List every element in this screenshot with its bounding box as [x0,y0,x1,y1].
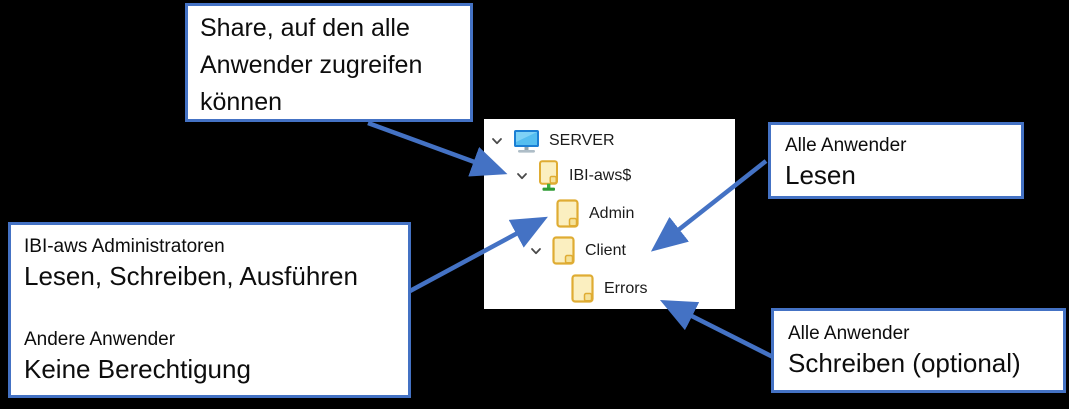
folder-icon [552,236,576,266]
folder-icon [571,274,595,304]
tree-label-errors: Errors [604,280,648,297]
permission-rights: Lesen [785,160,856,190]
arrow-schreiben-to-errors [659,299,775,360]
callout-share-line3: können [200,88,283,116]
permission-group: Andere Anwender Keine Berechtigung [24,327,395,387]
chevron-down-icon[interactable] [514,168,530,184]
permission-subject: Alle Anwender [788,323,910,344]
callout-share-line1: Share, auf den alle [200,14,410,42]
tree-row-errors[interactable]: Errors [571,274,648,304]
callout-client-permissions: Alle Anwender Lesen [768,122,1024,199]
tree-label-server: SERVER [549,132,615,149]
tree-label-ibiaws: IBI-aws$ [569,167,632,184]
tree-row-ibiaws[interactable]: IBI-aws$ [514,160,632,192]
arrow-share-to-ibiaws [367,120,508,177]
tree-row-server[interactable]: SERVER [489,126,615,156]
tree-row-client[interactable]: Client [528,236,626,266]
explorer-tree-panel: SERVER IBI-aws$ [484,119,735,309]
permission-subject: Andere Anwender [24,329,176,350]
shared-folder-icon [538,160,560,192]
callout-share-line2: Anwender zugreifen [200,51,423,79]
callout-errors-permissions: Alle Anwender Schreiben (optional) [771,308,1066,393]
permission-rights: Lesen, Schreiben, Ausführen [24,261,358,291]
tree-label-admin: Admin [589,205,635,222]
chevron-down-icon[interactable] [528,243,544,259]
chevron-down-icon[interactable] [489,133,505,149]
callout-admin-permissions: IBI-aws Administratoren Lesen, Schreiben… [8,222,411,398]
permission-group: IBI-aws Administratoren Lesen, Schreiben… [24,234,395,294]
callout-share-annotation: Share, auf den alle Anwender zugreifen k… [185,3,473,122]
tree-row-admin[interactable]: Admin [556,199,634,229]
tree-label-client: Client [585,242,626,259]
computer-icon [513,128,540,154]
permission-subject: Alle Anwender [785,135,907,156]
permission-subject: IBI-aws Administratoren [24,236,225,257]
permission-rights: Keine Berechtigung [24,354,251,384]
permission-rights: Schreiben (optional) [788,348,1021,378]
folder-icon [556,199,580,229]
